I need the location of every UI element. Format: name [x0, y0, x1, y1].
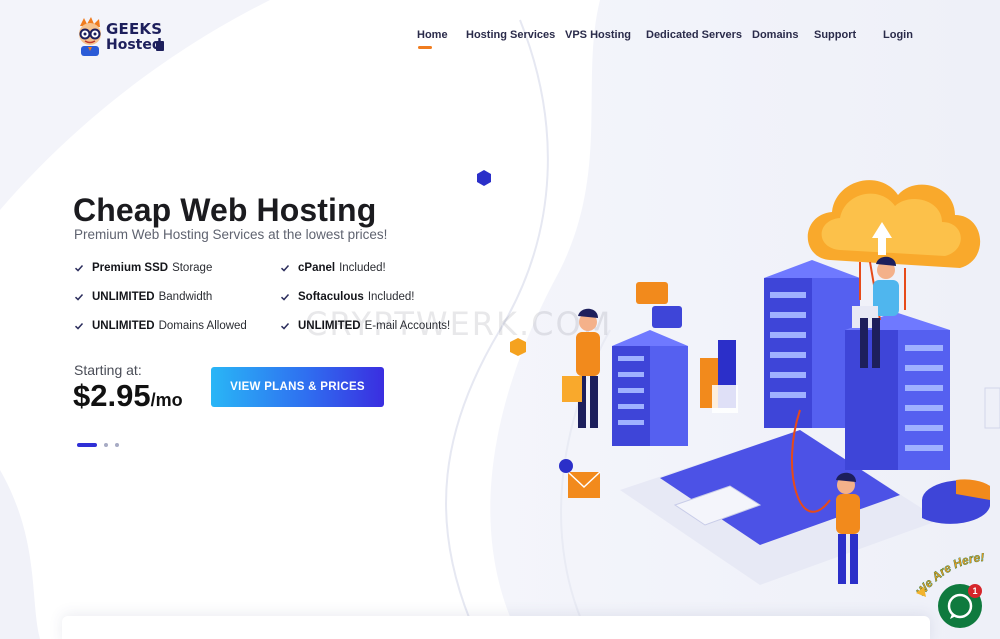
check-icon: [74, 322, 84, 330]
check-icon: [74, 293, 84, 301]
price: $2.95/mo: [73, 378, 183, 414]
slider-dot[interactable]: [104, 443, 108, 447]
starting-at-label: Starting at:: [74, 362, 142, 378]
nav-domains[interactable]: Domains: [752, 29, 799, 41]
feature-text: Included!: [339, 262, 386, 274]
hero-subtitle: Premium Web Hosting Services at the lowe…: [74, 227, 388, 242]
feature-item: UNLIMITED E-mail Accounts!: [280, 320, 450, 332]
check-icon: [280, 322, 290, 330]
feature-bold: cPanel: [298, 262, 336, 274]
logo-tag-mark: [156, 41, 164, 51]
chat-bubble-icon: [947, 593, 973, 619]
nav-hosting-services[interactable]: Hosting Services: [466, 29, 556, 41]
logo-text-geeks: GEEKS: [106, 20, 163, 38]
price-amount: $2.95: [73, 378, 151, 413]
check-icon: [280, 264, 290, 272]
chat-notification-badge: 1: [968, 584, 982, 598]
feature-item: UNLIMITED Bandwidth: [74, 291, 212, 303]
bottom-card: [62, 616, 930, 639]
feature-item: UNLIMITED Domains Allowed: [74, 320, 247, 332]
logo-text-hosted: Hosted: [106, 37, 162, 53]
feature-text: E-mail Accounts!: [364, 320, 451, 332]
nav-support[interactable]: Support: [814, 29, 857, 41]
feature-text: Included!: [367, 291, 415, 303]
feature-bold: Softaculous: [298, 291, 364, 303]
hero-title: Cheap Web Hosting: [73, 192, 377, 228]
feature-bold: UNLIMITED: [92, 320, 155, 332]
feature-text: Storage: [172, 262, 213, 274]
feature-bold: UNLIMITED: [92, 291, 155, 303]
nav-vps-hosting[interactable]: VPS Hosting: [565, 29, 632, 41]
feature-text: Bandwidth: [158, 291, 213, 303]
price-period: /mo: [150, 390, 183, 410]
site-logo[interactable]: GEEKS Hosted: [74, 16, 166, 56]
check-icon: [74, 264, 84, 272]
feature-item: cPanel Included!: [280, 262, 386, 274]
nav-active-indicator: [418, 46, 432, 49]
slider-dot-active[interactable]: [77, 443, 97, 447]
feature-item: Softaculous Included!: [280, 291, 415, 303]
watermark-text: CRYPTWERK.COM: [305, 305, 613, 343]
hosting-illustration: [477, 170, 1000, 585]
feature-bold: UNLIMITED: [298, 320, 361, 332]
feature-text: Domains Allowed: [158, 320, 247, 332]
feature-item: Premium SSD Storage: [74, 262, 212, 274]
nav-dedicated-servers[interactable]: Dedicated Servers: [646, 29, 742, 41]
feature-bold: Premium SSD: [92, 262, 169, 274]
view-plans-button[interactable]: VIEW PLANS & PRICES: [211, 367, 384, 407]
geek-mascot-icon: [79, 17, 101, 56]
nav-login[interactable]: Login: [883, 29, 913, 41]
nav-home[interactable]: Home: [417, 29, 448, 41]
slider-dot[interactable]: [115, 443, 119, 447]
check-icon: [280, 293, 290, 301]
